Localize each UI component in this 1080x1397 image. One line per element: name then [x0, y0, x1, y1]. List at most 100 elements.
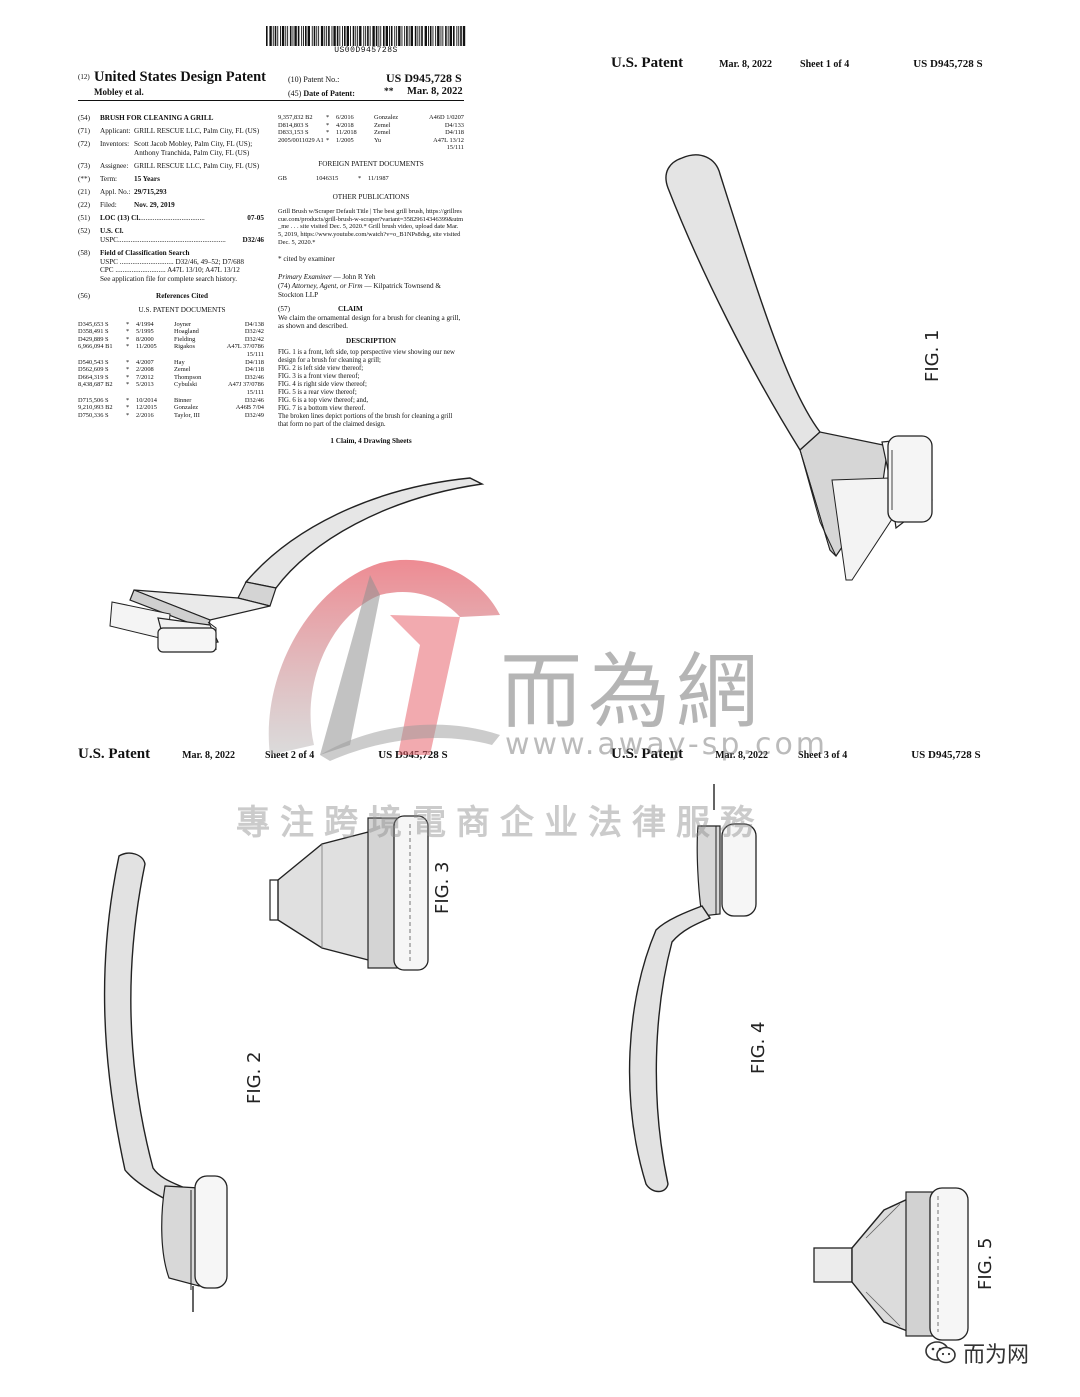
description-line: FIG. 4 is right side view thereof;	[278, 381, 367, 389]
barcode-bar	[307, 26, 310, 46]
foreign-docs-title: FOREIGN PATENT DOCUMENTS	[318, 159, 424, 168]
reference-row: 15/111	[446, 144, 464, 152]
uspc-field: USPC ...................................…	[100, 235, 264, 244]
patent-number: US D945,728 S	[386, 71, 462, 85]
code-45: (45)	[288, 89, 302, 98]
fig3-drawing	[269, 815, 429, 971]
wechat-icon	[925, 1341, 956, 1364]
barcode-bar	[396, 26, 398, 46]
barcode-bar	[311, 26, 313, 46]
bib-field: (73)Assignee:GRILL RESCUE LLC, Palm City…	[78, 161, 260, 170]
us-docs-title: U.S. PATENT DOCUMENTS	[138, 306, 226, 314]
barcode-bar	[281, 26, 285, 46]
barcode-bar	[447, 26, 449, 46]
attorney-line: (74) Attorney, Agent, or Firm — Kilpatri…	[278, 281, 441, 299]
barcode-bar	[303, 26, 304, 46]
wechat-label: 而为网	[963, 1343, 1030, 1368]
barcode	[266, 26, 466, 46]
description-line: FIG. 1 is a front, left side, top perspe…	[278, 349, 455, 365]
barcode-bar	[359, 26, 362, 46]
fig1-label: FIG. 1	[922, 329, 943, 382]
barcode-bar	[289, 26, 292, 46]
barcode-bar	[394, 26, 396, 46]
barcode-bar	[453, 26, 455, 46]
barcode-number: US00D945728S	[334, 46, 398, 55]
search-note: See application file for complete search…	[100, 274, 238, 283]
barcode-bar	[305, 26, 307, 46]
barcode-bar	[437, 26, 440, 46]
barcode-bar	[316, 26, 318, 46]
bib-field: (**)Term:15 Years	[78, 174, 160, 183]
sheet3-header: U.S. Patent Mar. 8, 2022 Sheet 3 of 4 US…	[611, 746, 981, 762]
barcode-bar	[324, 26, 326, 46]
barcode-bar	[375, 26, 378, 46]
bib-field: (72)Inventors:Scott Jacob Mobley, Palm C…	[78, 140, 253, 157]
barcode-bar	[419, 26, 421, 46]
other-pubs-title: OTHER PUBLICATIONS	[332, 193, 410, 202]
front-left-column: (54)BRUSH FOR CLEANING A GRILL (71)Applic…	[78, 114, 264, 419]
barcode-bar	[292, 26, 294, 46]
other-pubs: Grill Brush w/Scraper Default Title | Th…	[278, 207, 464, 246]
barcode-bar	[456, 26, 458, 46]
barcode-bar	[449, 26, 452, 46]
barcode-bar	[331, 26, 333, 46]
sheet2-header: U.S. Patent Mar. 8, 2022 Sheet 2 of 4 US…	[78, 746, 448, 762]
barcode-bar	[435, 26, 437, 46]
barcode-bar	[297, 26, 300, 46]
barcode-bar	[404, 26, 406, 46]
description-title: DESCRIPTION	[346, 336, 396, 345]
barcode-bar	[269, 26, 272, 46]
refs-cited-heading: (56) References Cited	[78, 292, 208, 301]
barcode-bar	[372, 26, 375, 46]
barcode-bar	[414, 26, 417, 46]
barcode-bar	[398, 26, 401, 46]
barcode-bar	[363, 26, 365, 46]
cited-note: * cited by examiner	[278, 254, 335, 263]
barcode-bar	[369, 26, 371, 46]
fig3-label: FIG. 3	[432, 861, 453, 914]
search-uspc: USPC .............................. D32/…	[100, 257, 244, 266]
patent-number-label: Patent No.:	[303, 75, 340, 84]
barcode-bar	[342, 26, 343, 46]
barcode-bar	[365, 26, 367, 46]
barcode-bar	[272, 26, 274, 46]
description-line: FIG. 5 is a rear view thereof;	[278, 389, 357, 397]
watermark-url: www.away-sp.com	[505, 727, 829, 762]
barcode-bar	[380, 26, 382, 46]
date-marks: **	[384, 87, 394, 97]
description-line: FIG. 3 is a front view thereof;	[278, 373, 360, 381]
barcode-bar	[313, 26, 316, 46]
claim-text: We claim the ornamental design for a bru…	[278, 313, 461, 331]
bib-field: (54)BRUSH FOR CLEANING A GRILL	[78, 114, 214, 122]
barcode-bar	[410, 26, 413, 46]
barcode-bar	[421, 26, 423, 46]
bib-field: (71)Applicant:GRILL RESCUE LLC, Palm Cit…	[78, 127, 260, 136]
barcode-bar	[285, 26, 287, 46]
barcode-bar	[401, 26, 403, 46]
barcode-bar	[458, 26, 460, 46]
barcode-bar	[389, 26, 390, 46]
barcode-bar	[333, 26, 336, 46]
barcode-bar	[266, 26, 268, 46]
fig2-drawing	[103, 852, 228, 1312]
barcode-bar	[445, 26, 447, 46]
claim-heading: (57) CLAIM	[278, 305, 363, 314]
barcode-bar	[274, 26, 277, 46]
code-10: (10)	[288, 75, 302, 84]
header-rule	[78, 100, 464, 102]
barcode-bar	[287, 26, 289, 46]
barcode-bar	[301, 26, 303, 46]
code-12: (12)	[78, 73, 90, 81]
watermark-slogan: 專注跨境電商企业法律服務	[236, 803, 764, 843]
fig5-drawing	[813, 1187, 969, 1341]
